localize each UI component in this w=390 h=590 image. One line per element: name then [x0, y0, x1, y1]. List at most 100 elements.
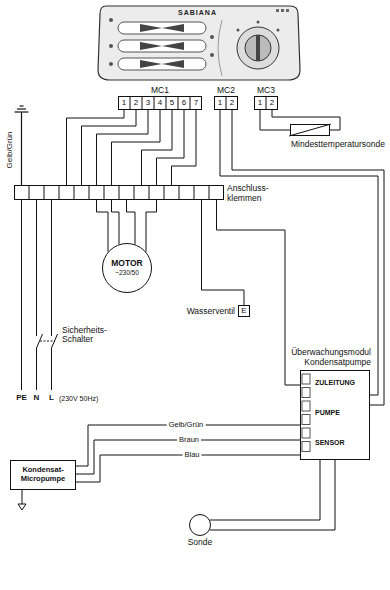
switch-coupling: [40, 341, 55, 342]
probe-circle: Sonde: [189, 514, 211, 536]
pin-number: 1: [258, 99, 262, 108]
dial-mark: [237, 29, 240, 32]
module-terminal: [302, 401, 310, 411]
connector-name: MC3: [243, 86, 289, 96]
mains-terminal: PE: [16, 394, 27, 403]
module-label: Überwachungsmodul Kondensatpumpe: [271, 348, 371, 368]
wire: [76, 440, 300, 474]
pin-divider: [130, 96, 131, 110]
dial-knob: [245, 35, 271, 61]
icon-dot: [210, 35, 214, 39]
pin-number: 1: [122, 99, 126, 108]
wire: [97, 200, 109, 252]
pin-divider: [154, 96, 155, 110]
wire: [76, 455, 300, 482]
wire: [76, 425, 300, 466]
monitor-module: Überwachungsmodul KondensatpumpeZULEITUN…: [300, 370, 370, 460]
mains-terminal: N: [34, 394, 40, 403]
pin-divider: [190, 96, 191, 110]
pin-number: 2: [134, 99, 138, 108]
terminal-divider: [74, 185, 75, 200]
wire-colour: Blau: [182, 451, 201, 459]
wire: [210, 460, 320, 520]
terminal-divider: [119, 185, 120, 200]
resistor-slash: [289, 124, 331, 136]
l-wire: [51, 348, 52, 390]
wire: [82, 110, 137, 185]
n-wire: [36, 200, 37, 336]
brand-name: SABIANA: [95, 9, 300, 17]
icon-dot: [210, 53, 214, 57]
resistor-symbol: Mindesttemperatursonde: [290, 124, 330, 136]
wire: [220, 110, 378, 395]
valve-symbol: EWasserventil: [238, 305, 250, 317]
pin-number: 7: [194, 99, 198, 108]
l-wire: [51, 200, 52, 336]
wire: [217, 200, 301, 385]
pump-label: Kondensat- Micropumpe: [13, 466, 73, 483]
wire: [67, 110, 125, 185]
module-terminals: [302, 374, 310, 452]
supply-rating: (230V 50Hz): [59, 395, 98, 403]
wire: [260, 110, 290, 130]
module-terminal: [302, 388, 310, 398]
valve-label: Wasserventil: [187, 307, 235, 317]
switch-label: Sicherheits- Schalter: [62, 326, 122, 345]
icon-dot: [109, 18, 113, 22]
strip-label: Anschluss- klemmen: [227, 184, 285, 204]
terminal-divider: [29, 185, 30, 200]
wire: [232, 110, 384, 405]
wire-colour: Gelb/Grün: [167, 421, 206, 429]
pin-number: 3: [146, 99, 150, 108]
mains-wires: [22, 200, 58, 390]
valve-letter: E: [241, 307, 246, 315]
fan-button: [118, 22, 206, 34]
pump-outlet: [18, 490, 26, 510]
module-terminal: [302, 442, 310, 452]
module-terminal: [302, 374, 310, 384]
connector-name: MC1: [107, 86, 213, 96]
pin-divider: [266, 96, 267, 110]
button-mark: [140, 60, 184, 68]
wire: [210, 460, 335, 530]
motor-label: MOTOR: [111, 259, 142, 269]
pin-number: 6: [182, 99, 186, 108]
module-terminal: [302, 428, 310, 438]
connector-name: MC2: [203, 86, 249, 96]
module-terminal: [302, 415, 310, 425]
sensor-label: Mindesttemperatursonde: [291, 140, 385, 150]
wire: [112, 110, 161, 185]
pin-number: 2: [270, 99, 274, 108]
wire: [157, 110, 185, 185]
terminal-name: ZULEITUNG: [315, 379, 355, 387]
pin-number: 5: [170, 99, 174, 108]
probe-label: Sonde: [188, 538, 213, 548]
earth-wire: [21, 112, 22, 185]
dial-grip: [256, 35, 260, 61]
pin-divider: [178, 96, 179, 110]
dial-mark: [277, 29, 280, 32]
terminal-divider: [44, 185, 45, 200]
controller-unit: SABIANA: [95, 2, 300, 82]
dial-ring: [237, 27, 279, 69]
pin-divider: [166, 96, 167, 110]
earth-bar: [17, 108, 26, 109]
earth-bar: [20, 105, 24, 106]
terminal-name: PUMPE: [315, 409, 340, 417]
terminal-divider: [104, 185, 105, 200]
pin-number: 1: [218, 99, 222, 108]
led: [281, 9, 284, 12]
pump-hose: [18, 490, 26, 510]
terminal-name: SENSOR: [315, 439, 345, 447]
terminal-divider: [149, 185, 150, 200]
mains-terminal: L: [49, 394, 54, 403]
wire: [172, 110, 197, 185]
controller-drawing: [98, 6, 300, 80]
led: [286, 9, 289, 12]
terminal-divider: [134, 185, 135, 200]
controller-housing: [98, 6, 300, 80]
terminal-strip: Anschluss- klemmen: [14, 185, 224, 200]
terminal-divider: [89, 185, 90, 200]
earth-symbol: [15, 106, 29, 185]
